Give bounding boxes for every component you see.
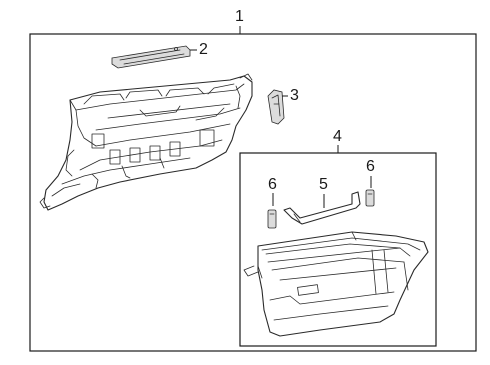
callout-6-left: 6 [268,176,277,193]
part-6-clip-left [267,209,277,229]
outer-frame [29,33,477,352]
part-2-strip [111,45,191,69]
callout-6-right: 6 [366,158,375,175]
callout-1: 1 [235,8,244,25]
part-1-glovebox-housing [39,73,253,211]
part-6-clip-right [365,189,375,207]
callout-2: 2 [199,41,208,58]
part-4-glovebox-bin [243,231,429,337]
callout-3: 3 [290,87,299,104]
part-3-clip [267,89,285,125]
part-5-damper [283,191,361,225]
callout-4: 4 [333,128,342,145]
callout-5: 5 [319,176,328,193]
